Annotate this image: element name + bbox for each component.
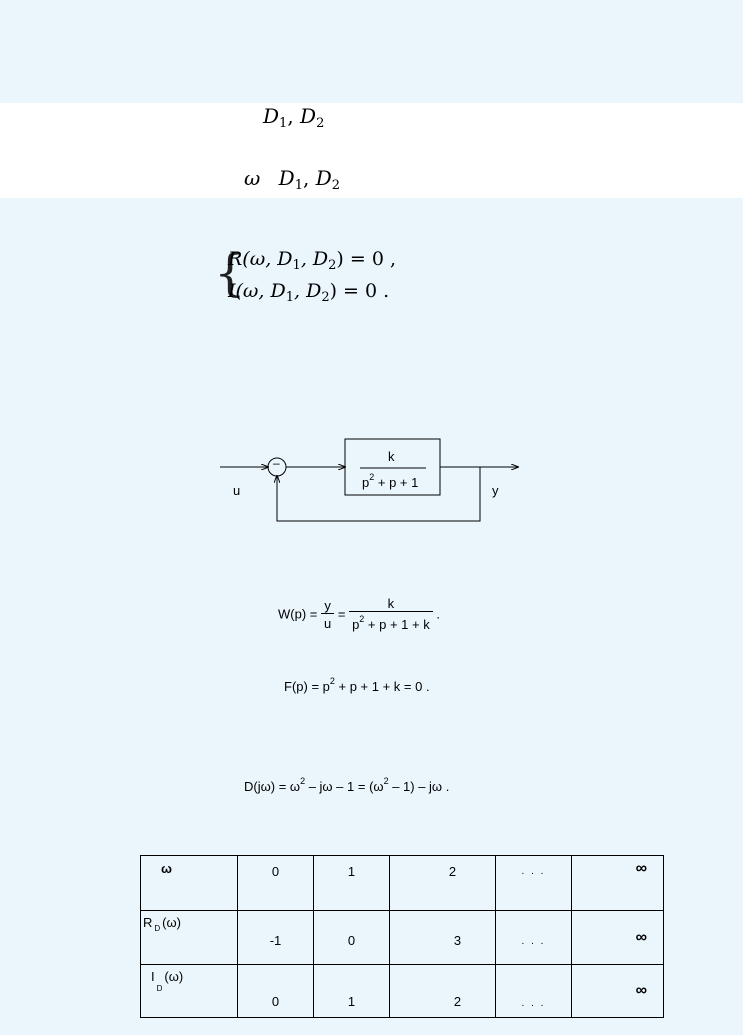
system-eq-2-sub2: 2 [321,290,330,305]
eq-w-frac-1-den: u [320,612,335,631]
band-line-1-sub1: 1 [279,116,288,131]
eq-d: D(jω) = ω2 – jω – 1 = (ω2 – 1) – jω . [244,776,449,794]
eq-w-frac-2: k p2 + p + 1 + k [349,596,433,632]
table-cell: 3 [389,910,496,965]
input-label: u [233,483,241,498]
transfer-denominator: p2 + p + 1 [362,472,418,490]
eq-w-frac-1-num: y [324,597,331,613]
eq-f-exp: 2 [329,676,335,686]
transfer-numerator: k [388,449,395,464]
table-cell: . . . [495,910,572,965]
transfer-den-b: + p + 1 [374,475,419,490]
table-cell: 0 [313,910,390,965]
system-eq-1-mid: , D [300,248,329,270]
eq-d-exp-1: 2 [300,776,306,786]
summer-sign: – [273,456,280,470]
band-line-1-var2: D [300,104,317,128]
row-label-i: ID(ω) [140,964,238,1018]
eq-w-frac-2-num: k [387,596,395,611]
eq-f-b: + p + 1 + k = 0 . [334,679,430,694]
table-cell: -1 [237,910,314,965]
system-eq-2-mid: , D [294,280,322,302]
band-line-1-sub2: 2 [316,116,325,131]
eq-d-c: – 1) – jω . [388,779,450,794]
system-eq-2-rhs: ) = 0 . [329,280,390,302]
eq-d-exp-2: 2 [383,776,389,786]
row-label-i-main: I [151,969,155,984]
eq-w-frac-1: y u [320,597,335,631]
band-line-2-var2: D [315,166,332,190]
table-cell: 0 [237,964,314,1018]
eq-w-frac-2-den-exp: 2 [359,614,365,624]
table-cell: 0 [237,855,314,911]
row-label-i-arg: (ω) [164,969,184,984]
band-line-2: ω D1, D2 [244,166,340,193]
table-cell: . . . [495,964,572,1018]
table-row: ID(ω) 0 1 2 . . . ∞ [140,964,664,1018]
row-label-omega: ω [140,855,238,911]
eq-w-end: . [436,606,440,622]
system-eq-1: R(ω, D1, D2) = 0 , [228,248,396,273]
table-row: ω 0 1 2 . . . ∞ [140,855,664,911]
eq-w-frac-2-den: p2 + p + 1 + k [349,611,433,632]
band-line-1-var1: D [263,104,280,128]
transfer-den-a: p [362,475,370,490]
eq-d-b: – jω – 1 = (ω [305,779,384,794]
band-line-2-sub1: 1 [294,178,303,193]
row-label-r-main: R [143,915,153,930]
table-cell: ∞ [571,964,664,1018]
white-band [0,103,743,198]
system-eq-1-sub1: 1 [292,258,301,273]
system-eq-1-lhs: R(ω, D [228,248,293,270]
band-line-1: D1, D2 [263,104,324,131]
band-line-2-omega: ω [244,166,261,190]
row-label-r-arg: (ω) [162,915,181,930]
band-line-2-sep: , [303,166,316,190]
system-eq-2: I(ω, D1, D2) = 0 . [228,280,389,305]
band-line-1-sep: , [287,104,301,128]
system-eq-2-sub1: 1 [285,290,295,305]
eq-f-a: F(p) = p [284,679,330,694]
eq-w: W(p) = y u = k p2 + p + 1 + k . [278,596,440,632]
row-label-omega-text: ω [161,861,172,876]
table-cell: 1 [313,855,390,911]
table-cell: ∞ [571,855,664,911]
table-cell: 1 [313,964,390,1018]
transfer-den-exp: 2 [369,472,375,482]
band-line-2-sub2: 2 [331,178,341,193]
eq-d-a: D(jω) = ω [244,779,301,794]
table-cell: . . . [495,855,572,911]
row-label-r-sub: D [154,924,161,933]
eq-f: F(p) = p2 + p + 1 + k = 0 . [284,676,430,694]
system-eq-1-sub2: 2 [328,258,337,273]
system-eq-1-rhs: ) = 0 , [336,248,396,270]
system-eq-2-lhs: I(ω, D [228,280,286,302]
system-brace: { [214,244,246,302]
band-line-2-var1: D [278,166,295,190]
row-label-i-sub: D [156,984,163,993]
table-cell: 2 [389,855,496,911]
table-cell: ∞ [571,910,664,965]
eq-w-frac-2-den-a: p [352,617,360,632]
eq-w-frac-2-den-b: + p + 1 + k [364,617,430,632]
eq-w-lhs: W(p) = [278,606,321,622]
feedback-path [277,467,481,522]
table-cell: 2 [389,964,496,1018]
output-label: y [492,483,499,498]
eq-w-equals: = [337,606,350,622]
